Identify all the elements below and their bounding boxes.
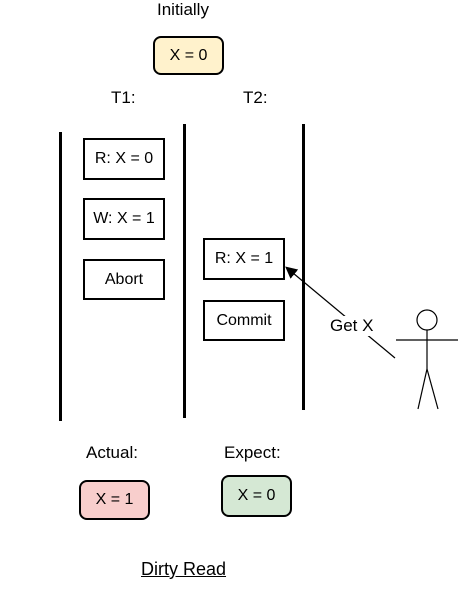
t2-read-op-box: R: X = 1 <box>203 238 285 280</box>
t1-label: T1: <box>111 88 136 107</box>
t1-abort-op-box: Abort <box>83 259 165 300</box>
t2-right-lane-line <box>302 124 305 410</box>
t1-write-op-box: W: X = 1 <box>83 198 165 240</box>
initially-label: Initially <box>157 0 209 19</box>
t1-read-op-box: R: X = 0 <box>83 138 165 180</box>
expect-label: Expect: <box>224 443 281 462</box>
t2-commit-op-box: Commit <box>203 300 285 341</box>
actual-state-box: X = 1 <box>79 480 150 520</box>
actor-icon <box>396 309 458 410</box>
get-x-arrow <box>285 266 396 359</box>
expect-state-box: X = 0 <box>221 475 292 517</box>
actual-label: Actual: <box>86 443 138 462</box>
t1-t2-lane-divider <box>183 124 186 418</box>
t1-left-lane-line <box>59 132 62 421</box>
initial-state-box: X = 0 <box>153 36 224 75</box>
get-x-label: Get X <box>329 316 375 336</box>
diagram-title: Dirty Read <box>141 559 227 579</box>
t2-label: T2: <box>243 88 268 107</box>
